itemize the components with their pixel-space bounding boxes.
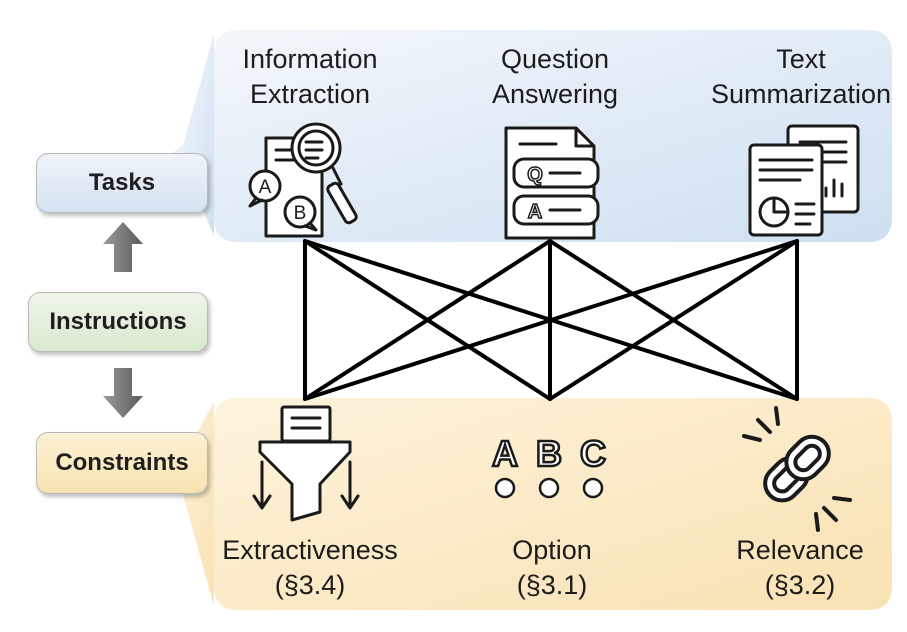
constraint-extractiveness: Extractiveness (§3.4): [190, 533, 430, 603]
constraint-title: Option: [512, 535, 592, 565]
qa-letter-q: Q: [527, 164, 543, 186]
option-letter-a: A: [492, 433, 518, 474]
instructions-box: Instructions: [28, 292, 208, 352]
constraint-title: Relevance: [736, 535, 864, 565]
document-magnifier-ab-icon: [248, 122, 358, 238]
constraint-section: (§3.2): [764, 570, 836, 600]
task-title-line1: Text: [776, 44, 826, 74]
constraints-panel: [214, 398, 892, 610]
option-letter-b: B: [536, 433, 562, 474]
link-ts-ext: [303, 239, 799, 401]
constraint-title: Extractiveness: [222, 535, 398, 565]
instructions-label: Instructions: [49, 308, 187, 335]
abc-options-icon: A B C: [491, 432, 607, 499]
task-text-summarization: Text Summarization: [706, 42, 896, 112]
task-title-line1: Information: [242, 44, 378, 74]
ie-letter-a: A: [259, 177, 272, 198]
tasks-box: Tasks: [36, 153, 208, 213]
connection-lines: [303, 239, 799, 401]
task-information-extraction: Information Extraction: [210, 42, 410, 112]
qa-document-icon: [504, 126, 600, 240]
task-question-answering: Question Answering: [460, 42, 650, 112]
qa-letter-a: A: [528, 201, 542, 223]
arrow-down-icon: [103, 368, 143, 418]
constraints-label: Constraints: [55, 449, 189, 476]
task-title-line1: Question: [500, 44, 610, 74]
link-qa-ext: [303, 239, 552, 401]
option-radio-c: [582, 477, 604, 499]
task-title-line2: Summarization: [710, 79, 892, 109]
task-title-line2: Extraction: [249, 79, 371, 109]
option-letter-c: C: [580, 433, 606, 474]
link-ts-opt: [548, 239, 799, 401]
report-summary-icon: [748, 124, 860, 237]
constraint-option: Option (§3.1): [452, 533, 652, 603]
constraint-section: (§3.4): [274, 570, 346, 600]
constraint-section: (§3.1): [516, 570, 588, 600]
tasks-label: Tasks: [88, 169, 156, 196]
arrow-up-icon: [103, 222, 143, 272]
option-radio-b: [538, 477, 560, 499]
constraints-box: Constraints: [36, 432, 208, 494]
option-radio-a: [494, 477, 516, 499]
ie-letter-b: B: [294, 203, 307, 224]
chain-link-icon: [742, 406, 852, 532]
task-title-line2: Answering: [491, 79, 619, 109]
constraint-relevance: Relevance (§3.2): [700, 533, 900, 603]
funnel-filter-icon: [252, 405, 360, 522]
